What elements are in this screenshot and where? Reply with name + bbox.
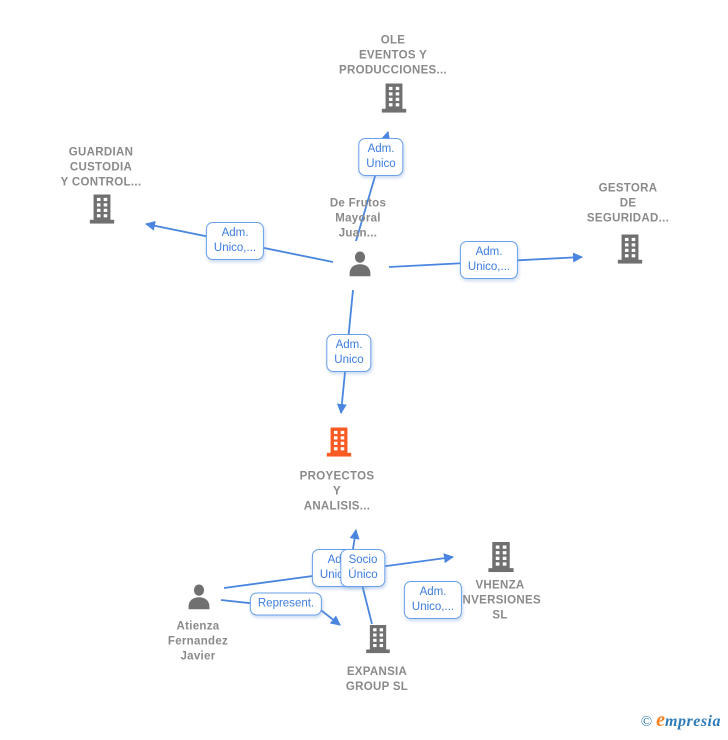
building-icon <box>615 253 645 270</box>
empresia-watermark: © empresia <box>641 709 721 732</box>
building-icon-highlighted <box>324 447 354 464</box>
node-label-defrutos: De Frutos Mayoral Juan... <box>329 197 387 240</box>
node-vhenza-company[interactable] <box>486 541 517 580</box>
node-atienza-person[interactable] <box>185 583 214 616</box>
node-defrutos-person[interactable] <box>346 250 375 283</box>
node-label-expansia: EXPANSIA GROUP SL <box>345 666 409 693</box>
node-proyectos-company[interactable] <box>324 426 354 465</box>
brand-initial: e <box>656 709 666 731</box>
edge-label-represent[interactable]: Represent. <box>249 592 323 616</box>
brand-rest: mpresia <box>665 713 721 730</box>
edge-label-adm-unico-guardian[interactable]: Adm. Unico,... <box>205 222 265 260</box>
edge-label-adm-unico-proyectos[interactable]: Adm. Unico <box>326 334 372 372</box>
node-label-guardian: GUARDIAN CUSTODIA Y CONTROL... <box>60 146 142 189</box>
edge-label-adm-unico-vhenza[interactable]: Adm. Unico,... <box>403 581 463 619</box>
brand-logo: empresia <box>656 709 721 732</box>
node-label-atienza: Atienza Fernandez Javier <box>167 620 229 663</box>
edge-label-socio-unico[interactable]: Socio Único <box>340 549 386 587</box>
building-icon <box>364 643 393 660</box>
edge-label-adm-unico-gestora[interactable]: Adm. Unico,... <box>459 241 519 279</box>
building-icon <box>486 562 517 579</box>
node-label-proyectos: PROYECTOS Y ANALISIS... <box>299 470 375 513</box>
node-expansia-company[interactable] <box>364 624 393 661</box>
building-icon <box>87 213 117 230</box>
node-label-vhenza: VHENZA INVERSIONES SL <box>459 579 541 622</box>
person-icon <box>185 598 214 615</box>
person-icon <box>346 265 375 282</box>
building-icon <box>379 102 409 119</box>
node-label-ole: OLE EVENTOS Y PRODUCCIONES... <box>338 34 448 77</box>
node-ole-company[interactable] <box>379 82 409 120</box>
node-gestora-company[interactable] <box>615 233 645 271</box>
node-guardian-company[interactable] <box>87 193 117 231</box>
edge-label-adm-unico-ole[interactable]: Adm. Unico <box>358 138 404 176</box>
copyright-icon: © <box>640 714 653 730</box>
node-label-gestora: GESTORA DE SEGURIDAD... <box>586 182 670 225</box>
